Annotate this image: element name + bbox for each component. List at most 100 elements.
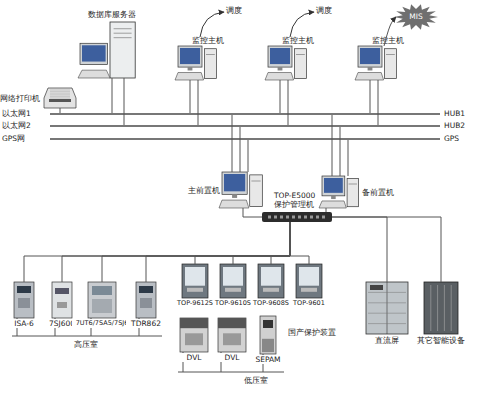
node-label: TOP-9612S: [172, 299, 218, 308]
dvl-icon: [218, 318, 246, 352]
monitor-screen: [360, 48, 380, 64]
top-icon: [220, 264, 246, 298]
connector: [124, 78, 125, 125]
connector: [326, 208, 327, 212]
switch-port: [280, 216, 283, 219]
drive-slot: [114, 37, 132, 38]
node-label: 7UT6/7SA5/7SJ6: [72, 319, 132, 328]
dvl-panel: [223, 333, 241, 345]
unit-case: [296, 264, 322, 298]
monitor: [222, 172, 247, 194]
cabinet-shelf: [368, 323, 406, 324]
relay-node: ISA-6: [14, 282, 34, 318]
node-label: TOP-E5000 保护管理机: [274, 191, 320, 209]
node-label: TOP-9601: [286, 299, 332, 308]
dvl-case: [218, 318, 246, 352]
drive-slot: [386, 54, 395, 55]
top-node: TOP-9601: [296, 264, 322, 298]
relay-keys: [140, 298, 152, 308]
sepam-icon: [260, 316, 276, 354]
node-label: ISA-6: [4, 319, 44, 328]
pc-icon: [178, 46, 218, 80]
monitor: [178, 46, 202, 67]
pc-tower: [250, 175, 263, 207]
pc-tower: [347, 179, 358, 207]
node-label: 网络打印机: [0, 94, 44, 103]
monitor-stand: [331, 196, 336, 199]
node-label: GPS: [444, 134, 479, 143]
switch-port: [322, 216, 325, 219]
connector: [240, 127, 241, 172]
bus-node: GPS网GPS: [50, 138, 440, 140]
dvl-panel: [185, 333, 203, 345]
connector: [112, 78, 113, 113]
monitor-screen: [270, 48, 290, 64]
connector: [248, 140, 249, 172]
unit-case: [220, 264, 246, 298]
pc-tower: [204, 49, 216, 79]
node-label: SEPAM: [248, 355, 288, 364]
top-node: TOP-9612S: [182, 264, 208, 298]
monitor: [80, 43, 108, 64]
top-node: TOP-9608S: [258, 264, 284, 298]
connector: [288, 80, 289, 125]
relay-panel: [92, 299, 112, 313]
sepam-base: [262, 339, 274, 352]
pc-tower: [294, 49, 306, 79]
connector: [243, 208, 262, 217]
node-label: 主前置机: [182, 186, 220, 195]
top-icon: [182, 264, 208, 298]
relay3-node: 7UT6/7SA5/7SJ6: [88, 282, 116, 318]
rack-slot: [451, 285, 452, 331]
node-label: 监控主机: [192, 36, 232, 45]
cab-icon: [366, 282, 408, 334]
keyboard: [175, 73, 204, 80]
unit-keys: [263, 288, 279, 292]
unit-keys: [301, 288, 317, 292]
connector: [24, 222, 290, 282]
keyboard: [319, 201, 346, 208]
bus-icon: [50, 125, 440, 127]
cab-node: 直流屏: [366, 282, 408, 334]
drive-slot: [114, 33, 132, 34]
relay-case: [88, 282, 116, 318]
node-label: 以太网2: [2, 121, 48, 130]
switch-port: [310, 216, 313, 219]
relay-icon: [14, 282, 34, 318]
free-label: 高压室: [74, 340, 98, 349]
monitor: [358, 46, 382, 67]
unit-keys: [225, 288, 241, 292]
hv-room-bus: [12, 336, 162, 337]
switch-port: [304, 216, 307, 219]
pc-node: 主前置机: [222, 172, 264, 208]
dvl-case: [180, 318, 208, 352]
connector: [332, 217, 387, 282]
pc-icon: [322, 176, 360, 208]
paper-line: [50, 96, 70, 97]
monitor: [322, 176, 345, 196]
sepam-case: [260, 316, 276, 354]
top-icon: [258, 264, 284, 298]
relay-case: [52, 282, 72, 318]
relay-display: [17, 286, 31, 293]
connector: [195, 222, 290, 264]
connector: [378, 80, 379, 125]
connector: [290, 222, 309, 264]
connector: [332, 217, 441, 282]
bus-node: 以太网1HUB1: [50, 113, 440, 115]
switch-icon: [262, 212, 332, 222]
unit-case: [258, 264, 284, 298]
paper-line: [50, 90, 70, 91]
monitor-screen: [180, 48, 200, 64]
relay-node: TDR862: [136, 282, 156, 318]
pc-node: 监控主机: [358, 46, 398, 80]
printer-node: 网络打印机: [44, 88, 76, 108]
connector: [233, 222, 290, 264]
pc-node: 备前置机: [322, 176, 360, 208]
connector: [198, 80, 199, 125]
dvl-top: [218, 318, 246, 328]
relay2-node: 7SJ600: [52, 282, 72, 318]
node-label: DVL: [174, 353, 214, 362]
relay-display: [139, 286, 153, 293]
